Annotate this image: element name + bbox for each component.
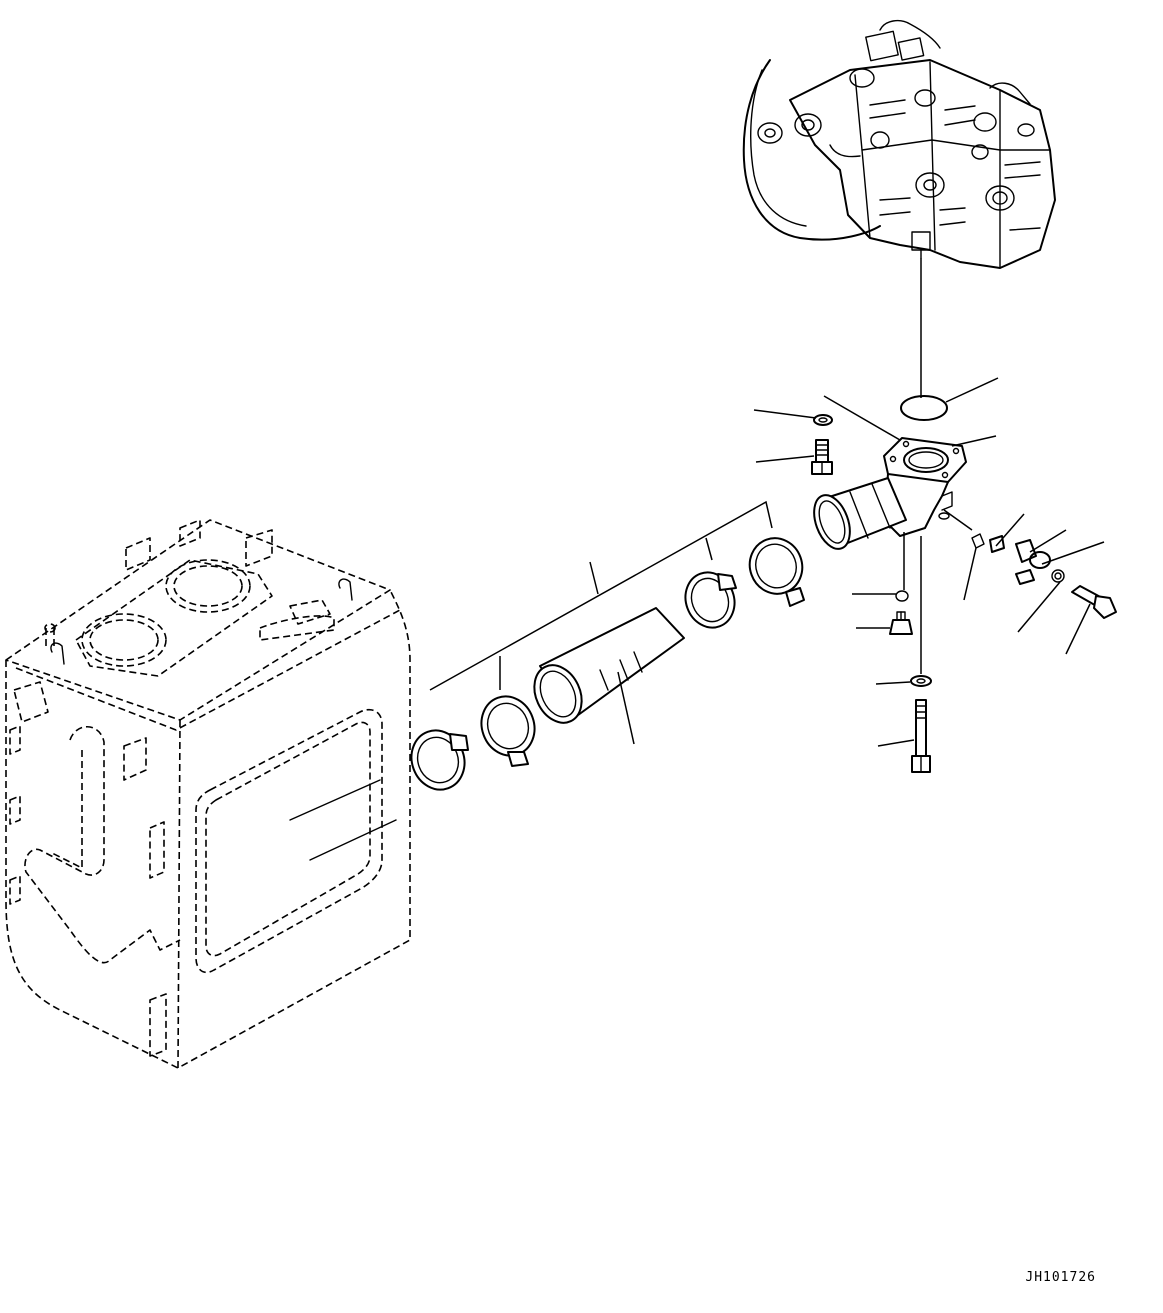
sensor-fittings [943,509,1065,585]
hydraulic-tank [5,519,411,1069]
washer-upper [813,414,833,426]
hose-clamp-3 [684,571,737,629]
hydraulic-pump-assembly [742,19,1056,269]
drain-plug [889,611,913,635]
bolt-upper [811,439,833,475]
drain-o-ring [895,590,909,602]
bolt-flange [1071,585,1117,619]
o-ring [900,395,948,421]
suction-elbow [813,437,967,550]
drawing-code: JH101726 [1025,1270,1096,1285]
hose-clamp-2 [480,695,536,767]
suction-hose [533,607,685,724]
callout-leaders [589,377,1105,747]
long-bolt [911,699,931,773]
kit-bracket [429,500,773,691]
hose-clamp-4 [748,537,805,607]
hose-clamp-1 [410,729,469,791]
washer-lower [910,675,932,687]
